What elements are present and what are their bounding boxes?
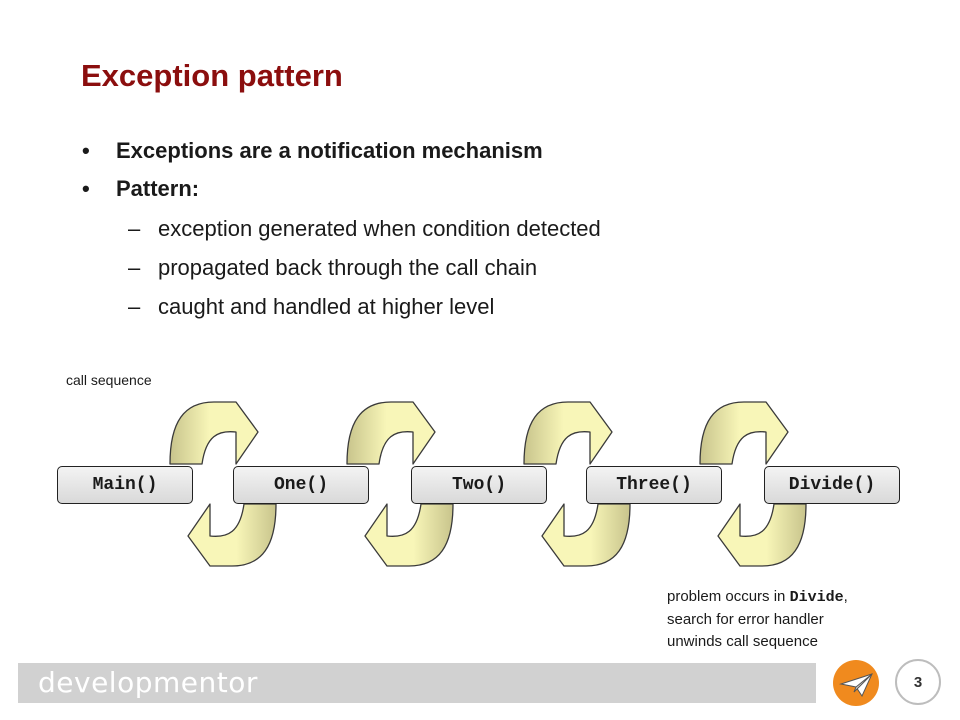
return-arrow-4 (717, 503, 807, 567)
call-arrow-4 (699, 401, 789, 465)
divide-note: problem occurs in Divide, search for err… (667, 586, 848, 653)
brand-name: developmentor (38, 666, 258, 699)
call-arrow-3 (523, 401, 613, 465)
function-box-one: One() (233, 466, 369, 504)
note-code: Divide (789, 589, 844, 606)
return-arrow-2 (364, 503, 454, 567)
function-box-divide: Divide() (764, 466, 900, 504)
note-line-2: search for error handler (667, 611, 824, 628)
bullet-glyph: • (82, 138, 90, 163)
sub-bullet-text: caught and handled at higher level (158, 294, 495, 319)
dash-glyph: – (128, 216, 141, 241)
function-box-three: Three() (586, 466, 722, 504)
note-line-1: problem occurs in Divide, (667, 586, 848, 609)
bullet-text: Pattern: (116, 176, 200, 201)
note-line-3: unwinds call sequence (667, 633, 818, 650)
note-suffix: , (843, 588, 848, 605)
paper-plane-icon (833, 660, 879, 706)
footer-bar: developmentor (18, 663, 816, 703)
return-arrow-1 (187, 503, 277, 567)
function-box-two: Two() (411, 466, 547, 504)
page-title: Exception pattern (81, 58, 343, 93)
call-arrow-1 (169, 401, 259, 465)
call-sequence-label: call sequence (66, 372, 152, 388)
bullet-text: Exceptions are a notification mechanism (116, 138, 543, 163)
function-box-main: Main() (57, 466, 193, 504)
dash-glyph: – (128, 294, 141, 319)
dash-glyph: – (128, 255, 141, 280)
page-number: 3 (895, 659, 941, 705)
sub-bullet-text: exception generated when condition detec… (158, 216, 601, 241)
sub-bullet-text: propagated back through the call chain (158, 255, 538, 280)
return-arrow-3 (541, 503, 631, 567)
bullet-glyph: • (82, 176, 90, 201)
note-prefix: problem occurs in (667, 588, 790, 605)
call-arrow-2 (346, 401, 436, 465)
